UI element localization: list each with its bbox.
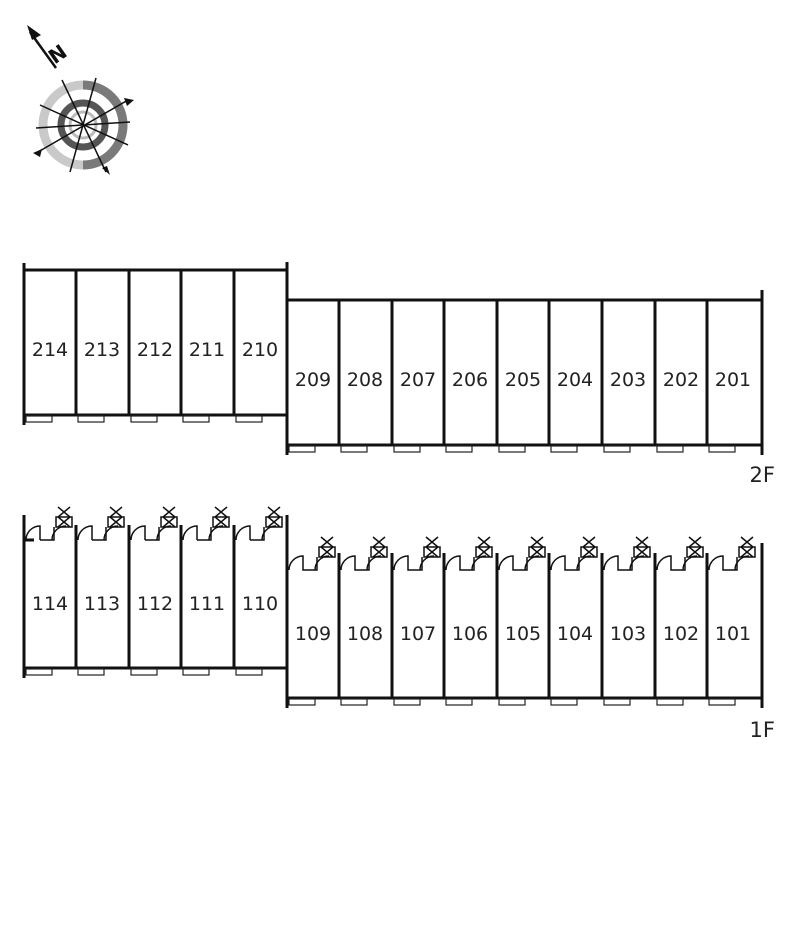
- unit-label: 204: [557, 369, 593, 391]
- unit-label: 205: [505, 369, 541, 391]
- unit-label: 214: [32, 339, 68, 361]
- unit-label: 110: [242, 593, 278, 615]
- unit-label: 201: [715, 369, 751, 391]
- north-label: N: [44, 39, 71, 68]
- unit-label: 106: [452, 623, 488, 645]
- unit-label: 103: [610, 623, 646, 645]
- compass-rose-icon: N: [27, 25, 134, 175]
- unit-label: 209: [295, 369, 331, 391]
- unit-label: 213: [84, 339, 120, 361]
- unit-label: 210: [242, 339, 278, 361]
- unit-label: 101: [715, 623, 751, 645]
- north-arrow-icon: [27, 25, 41, 40]
- unit-label: 206: [452, 369, 488, 391]
- unit-label: 211: [189, 339, 225, 361]
- unit-label: 202: [663, 369, 699, 391]
- unit-label: 212: [137, 339, 173, 361]
- unit-label: 208: [347, 369, 383, 391]
- unit-label: 108: [347, 623, 383, 645]
- unit-label: 104: [557, 623, 593, 645]
- floor-label-1f: 1F: [750, 718, 775, 742]
- floor-2f: 214 213 212 211 210 209 208 207 206 205 …: [22, 262, 775, 487]
- unit-label: 105: [505, 623, 541, 645]
- unit-label: 111: [189, 593, 225, 615]
- floor-1f: 114 113 112 111 110 109 108 107 106 105 …: [22, 506, 775, 742]
- unit-label: 114: [32, 593, 68, 615]
- unit-label: 107: [400, 623, 436, 645]
- unit-label: 207: [400, 369, 436, 391]
- unit-label: 203: [610, 369, 646, 391]
- floor-label-2f: 2F: [750, 463, 775, 487]
- unit-label: 112: [137, 593, 173, 615]
- unit-label: 109: [295, 623, 331, 645]
- unit-label: 102: [663, 623, 699, 645]
- unit-label: 113: [84, 593, 120, 615]
